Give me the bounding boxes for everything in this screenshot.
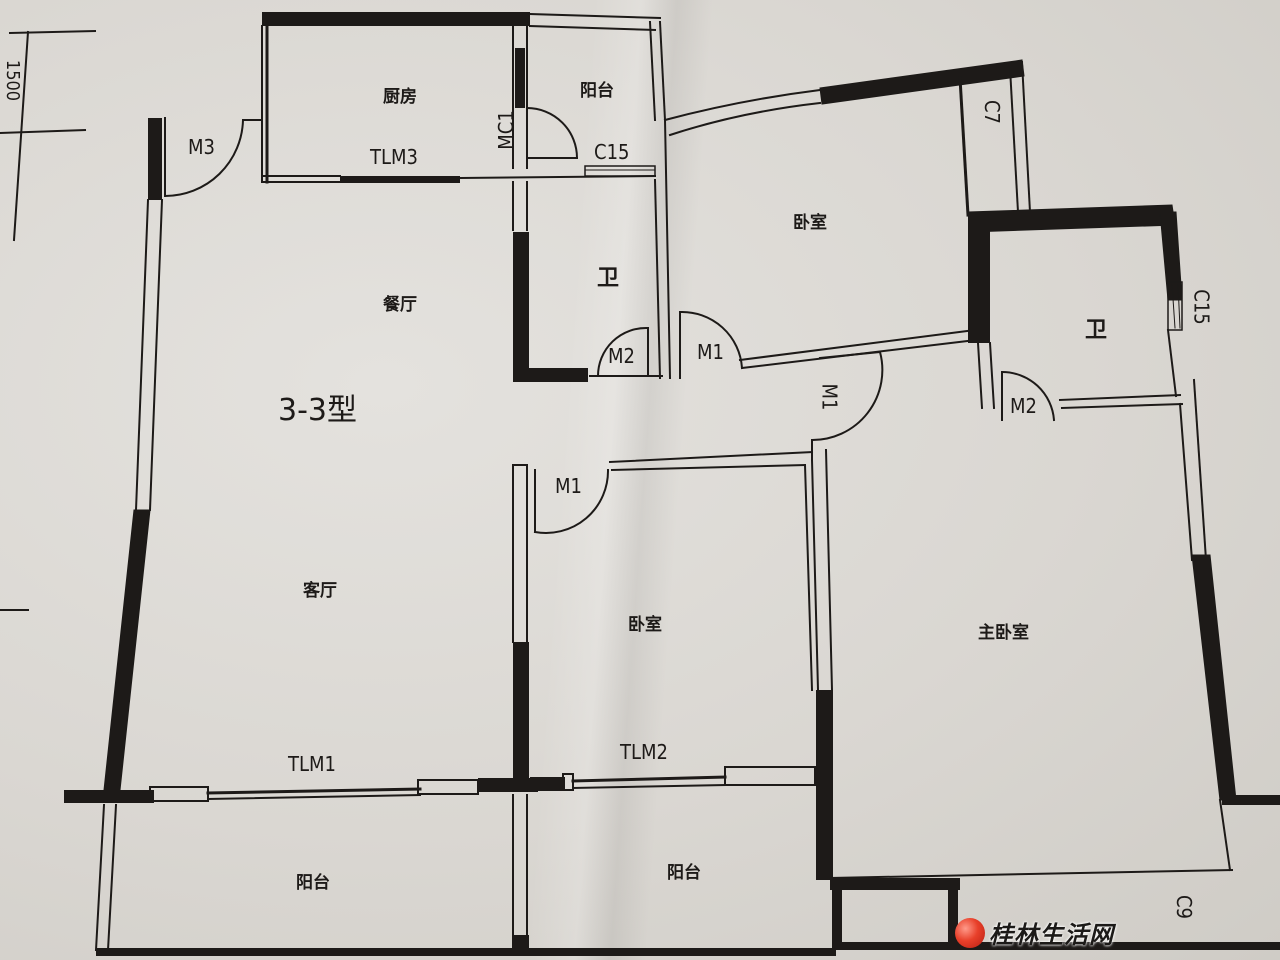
opening-label-m3: M3 xyxy=(188,135,215,159)
bedroom-top-walls xyxy=(663,59,1032,370)
door-mc1 xyxy=(525,106,579,160)
sliding-door-tlm2 xyxy=(530,766,816,791)
opening-label-c9: C9 xyxy=(1172,894,1197,920)
bath-left-walls xyxy=(512,118,672,382)
door-m1-top xyxy=(678,310,744,379)
opening-label-mc1: MC1 xyxy=(493,110,518,150)
opening-label-c7: C7 xyxy=(980,99,1005,125)
bath-right-walls xyxy=(967,204,1184,410)
room-label-bath-right: 卫 xyxy=(1085,318,1108,343)
balcony-walls xyxy=(94,794,836,956)
dimension-lines xyxy=(0,29,97,611)
opening-label-c15-top: C15 xyxy=(594,140,630,164)
room-label-bath-left: 卫 xyxy=(597,266,620,291)
opening-label-m1-corridor: M1 xyxy=(817,383,842,411)
opening-label-tlm3: TLM3 xyxy=(370,145,418,169)
opening-label-tlm1: TLM1 xyxy=(288,752,336,776)
door-m2-right xyxy=(1000,370,1056,422)
kitchen-walls xyxy=(261,12,667,184)
door-m2-left xyxy=(589,326,663,378)
dimension-label: 1500 xyxy=(2,59,24,102)
room-label-bedroom-top: 卧室 xyxy=(793,213,827,233)
watermark-logo-icon xyxy=(955,917,985,948)
watermark-text: 桂林生活网 xyxy=(989,920,1114,949)
bedroom-middle-walls xyxy=(512,450,814,792)
opening-label-tlm2: TLM2 xyxy=(620,740,668,764)
door-m1-corridor xyxy=(810,350,884,461)
opening-label-m2-right: M2 xyxy=(1010,394,1037,418)
room-label-master-bedroom: 主卧室 xyxy=(978,623,1029,643)
room-label-kitchen-balcony: 阳台 xyxy=(580,81,614,101)
door-m1-bedroom xyxy=(533,468,610,534)
room-label-bedroom-middle: 卧室 xyxy=(628,615,662,635)
unit-type-title: 3-3型 xyxy=(278,393,357,428)
opening-label-c15-right: C15 xyxy=(1189,289,1214,325)
master-bedroom-walls xyxy=(810,378,1280,950)
opening-label-m1-top: M1 xyxy=(697,340,724,364)
room-label-living: 客厅 xyxy=(303,581,337,601)
sliding-door-tlm1 xyxy=(64,778,538,803)
room-label-balcony-middle: 阳台 xyxy=(667,863,701,883)
room-label-balcony-left: 阳台 xyxy=(296,873,330,893)
living-left-wall xyxy=(103,118,164,791)
room-label-dining: 餐厅 xyxy=(383,295,417,315)
opening-label-m2-left: M2 xyxy=(608,344,635,368)
opening-label-m1-bedroom: M1 xyxy=(555,474,582,498)
door-m3 xyxy=(163,117,263,198)
site-watermark: 桂林生活网 xyxy=(955,915,1114,950)
room-label-kitchen: 厨房 xyxy=(383,87,417,107)
